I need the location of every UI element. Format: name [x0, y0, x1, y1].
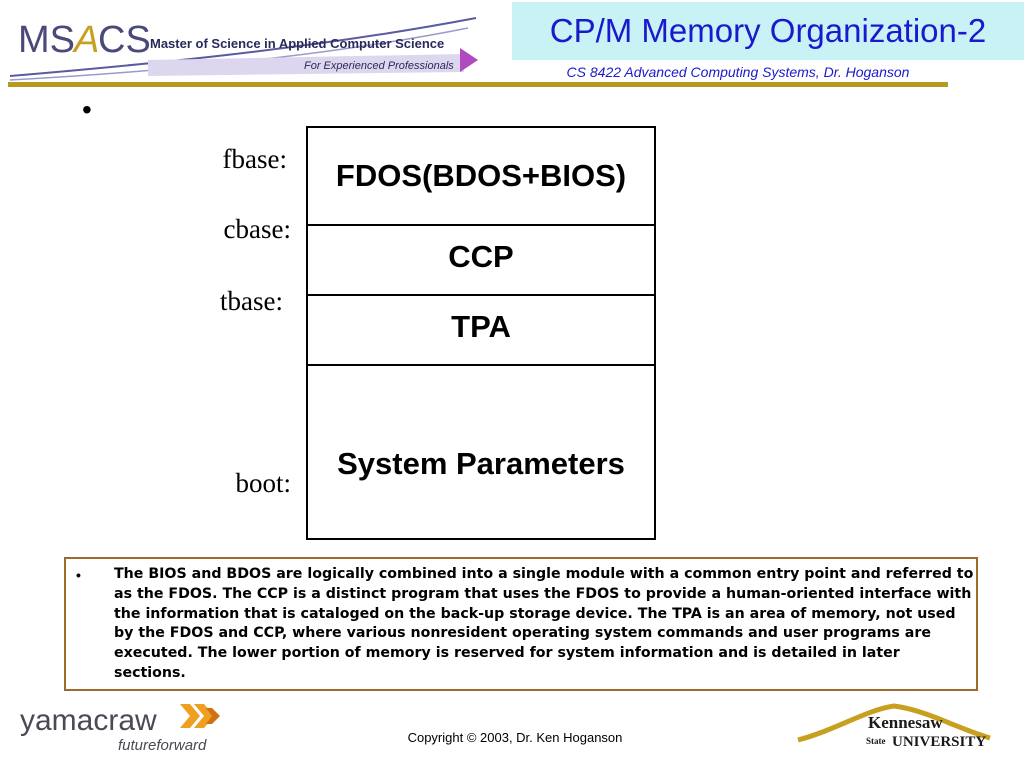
ksu-state: State [866, 736, 886, 746]
logo-a-text: A [72, 19, 99, 61]
yamacraw-logo: yamacraw futureforward [20, 704, 220, 754]
memory-segment-fdos: FDOS(BDOS+BIOS) [308, 128, 654, 226]
ksu-university: UNIVERSITY [892, 734, 986, 750]
description-bullet: • [76, 567, 81, 583]
ksu-kennesaw: Kennesaw [868, 713, 943, 732]
mountain-arch-icon [797, 703, 991, 743]
chevron-arrows-icon [180, 704, 220, 728]
description-box: • The BIOS and BDOS are logically combin… [64, 557, 978, 691]
header-divider [8, 82, 948, 87]
yamacraw-tagline: futureforward [118, 737, 207, 754]
memory-segment-system-parameters: System Parameters [308, 366, 654, 538]
description-text: The BIOS and BDOS are logically combined… [114, 566, 974, 681]
segment-label-fdos: FDOS(BDOS+BIOS) [335, 158, 627, 193]
segment-label-system-parameters: System Parameters [337, 446, 625, 481]
slide-title: CP/M Memory Organization-2 [512, 2, 1024, 60]
logo-tagline: Master of Science in Applied Computer Sc… [150, 36, 444, 51]
address-label-tbase: tbase: [220, 286, 283, 316]
address-label-cbase: cbase: [223, 214, 291, 244]
logo-sub-tagline: For Experienced Professionals [304, 60, 454, 72]
segment-label-tpa: TPA [451, 309, 511, 344]
address-label-fbase: fbase: [222, 144, 287, 174]
msacs-logo: MS A CS Master of Science in Applied Com… [8, 10, 480, 82]
slide-subtitle: CS 8422 Advanced Computing Systems, Dr. … [566, 64, 910, 80]
yamacraw-name: yamacraw [20, 704, 157, 737]
logo-cs-text: CS [98, 19, 151, 61]
kennesaw-state-logo: Kennesaw State UNIVERSITY [797, 703, 991, 750]
memory-segment-ccp: CCP [308, 226, 654, 296]
memory-map: FDOS(BDOS+BIOS) CCP TPA System Parameter… [306, 126, 656, 540]
logo-ms-text: MS [18, 19, 75, 61]
address-label-boot: boot: [235, 468, 291, 498]
memory-segment-tpa: TPA [308, 296, 654, 366]
segment-label-ccp: CCP [448, 239, 514, 274]
copyright-text: Copyright © 2003, Dr. Ken Hoganson [407, 730, 623, 745]
top-bullet: • [82, 94, 92, 125]
